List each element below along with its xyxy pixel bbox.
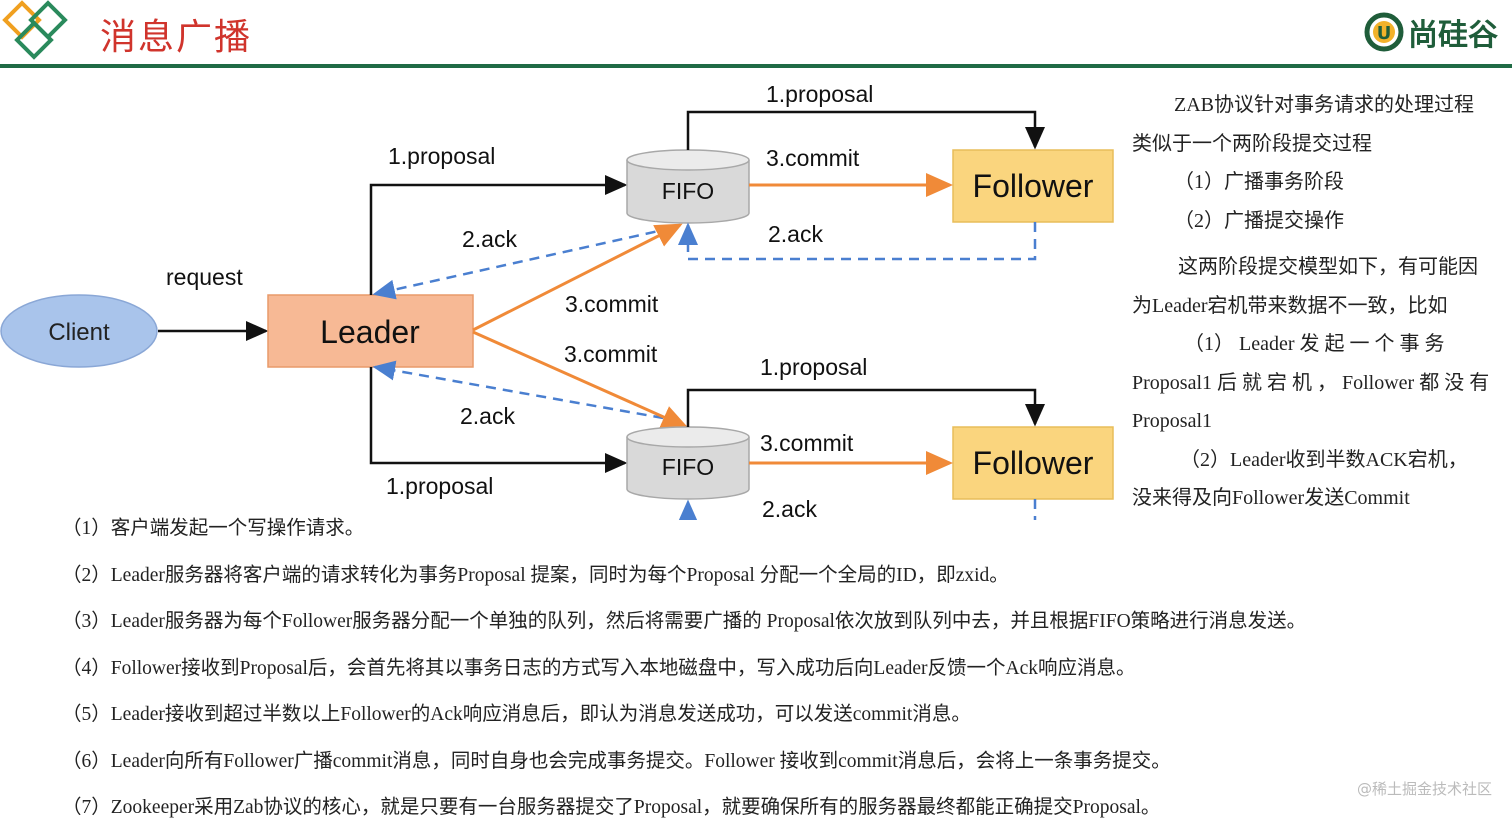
- brand-name: 尚硅谷: [1408, 18, 1498, 53]
- step-item: （1）客户端发起一个写操作请求。: [62, 518, 365, 539]
- side-note: （1）广播事务阶段: [1174, 171, 1344, 193]
- ack-arrow-leader-bottom: [372, 360, 681, 423]
- proposal-label-leader-top: 1.proposal: [388, 143, 495, 169]
- follower-label-top: Follower: [973, 168, 1094, 204]
- step-item: （7）Zookeeper采用Zab协议的核心，就是只要有一台服务器提交了Prop…: [62, 797, 1161, 818]
- commit-label-leader-top: 3.commit: [565, 291, 659, 317]
- header: 消息广播 U 尚硅谷: [0, 0, 1512, 70]
- commit-label-leader-bottom: 3.commit: [564, 341, 658, 367]
- page-title: 消息广播: [100, 17, 253, 58]
- step-item: （5）Leader接收到超过半数以上Follower的Ack响应消息后，即认为消…: [62, 704, 971, 725]
- request-label: request: [166, 264, 243, 290]
- ack-label-follower-bottom: 2.ack: [762, 496, 817, 520]
- side-note: （2）Leader收到半数ACK宕机，: [1180, 448, 1468, 471]
- proposal-arrow-fifo-top: [686, 110, 1045, 150]
- leader-label: Leader: [320, 314, 420, 350]
- brand-mark-letter: U: [1377, 23, 1392, 44]
- proposal-label-fifo-top: 1.proposal: [766, 81, 873, 107]
- proposal-label-fifo-bottom: 1.proposal: [760, 354, 867, 380]
- follower-label-bottom: Follower: [973, 445, 1094, 481]
- proposal-arrow-leader-bottom: [369, 367, 628, 473]
- side-note: ZAB协议针对事务请求的处理过程: [1174, 94, 1474, 116]
- fifo-label-top: FIFO: [662, 178, 714, 204]
- steps-list: （1）客户端发起一个写操作请求。 （2）Leader服务器将客户端的请求转化为事…: [62, 512, 1502, 838]
- ack-label-leader-top: 2.ack: [462, 226, 517, 252]
- proposal-label-leader-bottom: 1.proposal: [386, 473, 493, 499]
- commit-label-fifo-bottom: 3.commit: [760, 430, 854, 456]
- commit-label-fifo-top: 3.commit: [766, 145, 860, 171]
- brand-mark-icon: U: [1364, 12, 1404, 52]
- ack-arrow-leader-top: [372, 226, 673, 300]
- brand-logo: U 尚硅谷: [1364, 10, 1498, 54]
- side-note: 为Leader宕机带来数据不一致，比如: [1132, 294, 1448, 317]
- step-item: （4）Follower接收到Proposal后，会首先将其以事务日志的方式写入本…: [62, 657, 1136, 679]
- side-note: 这两阶段提交模型如下，有可能因: [1178, 256, 1478, 278]
- side-notes: ZAB协议针对事务请求的处理过程 类似于一个两阶段提交过程 （1）广播事务阶段 …: [1132, 86, 1504, 518]
- commit-arrow-leader-bottom: [472, 330, 689, 429]
- client-label: Client: [48, 319, 110, 346]
- proposal-arrow-fifo-bottom: [686, 388, 1045, 427]
- ack-label-leader-bottom: 2.ack: [460, 403, 515, 429]
- step-item: （2）Leader服务器将客户端的请求转化为事务Proposal 提案，同时为每…: [62, 564, 1009, 586]
- zab-broadcast-diagram: Client request Leader 1.proposal 1.propo…: [0, 81, 1114, 520]
- diamond-logo-icon: [2, 0, 68, 60]
- side-note: 没来得及向Follower发送Commit: [1132, 487, 1410, 509]
- proposal-arrow-leader-top: [369, 175, 628, 295]
- commit-arrow-leader-top: [472, 223, 683, 332]
- follower-node-bottom: [952, 426, 1114, 500]
- follower-node-top: [952, 149, 1114, 223]
- side-note: （1） Leader 发 起 一 个 事 务: [1184, 333, 1445, 355]
- side-note: 类似于一个两阶段提交过程: [1132, 132, 1372, 155]
- side-note: Proposal1 后 就 宕 机 ， Follower 都 没 有: [1132, 371, 1490, 394]
- ack-arrow-follower-top: [678, 222, 1037, 261]
- ack-arrow-follower-bottom: [678, 499, 1037, 520]
- side-note: Proposal1: [1132, 410, 1212, 432]
- fifo-label-bottom: FIFO: [662, 454, 714, 480]
- side-note: （2）广播提交操作: [1174, 209, 1344, 232]
- ack-label-follower-top: 2.ack: [768, 221, 823, 247]
- watermark: @稀土掘金技术社区: [1356, 780, 1492, 798]
- step-item: （3）Leader服务器为每个Follower服务器分配一个单独的队列，然后将需…: [62, 611, 1307, 632]
- header-divider: [0, 64, 1512, 68]
- client-node: [0, 294, 158, 368]
- step-item: （6）Leader向所有Follower广播commit消息，同时自身也会完成事…: [62, 750, 1171, 772]
